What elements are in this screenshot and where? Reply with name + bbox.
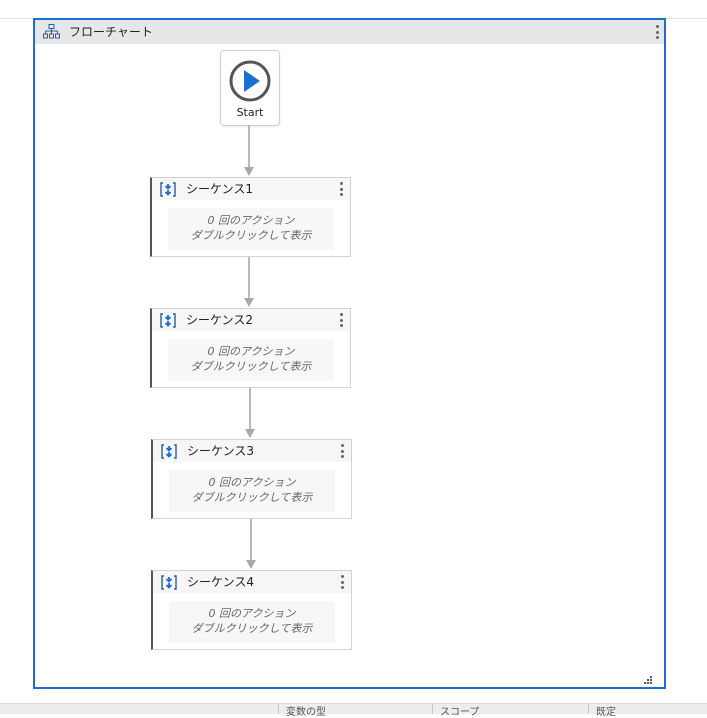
column-divider: [588, 704, 589, 714]
sequence-body[interactable]: 0 回のアクション ダブルクリックして表示: [168, 339, 334, 381]
arrowhead: [246, 560, 256, 569]
sequence-body[interactable]: 0 回のアクション ダブルクリックして表示: [168, 208, 334, 250]
connector-start-seq1: [248, 125, 250, 167]
play-circle-icon: [229, 60, 271, 102]
flowchart-icon: [43, 24, 60, 40]
arrowhead: [245, 429, 255, 438]
sequence-icon: [160, 182, 176, 201]
start-node[interactable]: Start: [220, 50, 280, 126]
arrowhead: [244, 298, 254, 307]
column-scope[interactable]: スコープ: [440, 707, 480, 718]
sequence-activity[interactable]: シーケンス4 0 回のアクション ダブルクリックして表示: [151, 570, 352, 650]
connector-seq2-seq3: [249, 388, 251, 429]
flowchart-panel[interactable]: フローチャート Start シーケンス1 0 回のアクション ダブルクリックして…: [33, 18, 666, 689]
column-default[interactable]: 既定: [596, 707, 616, 718]
sequence-icon: [161, 444, 177, 463]
sequence-title: シーケンス1: [186, 182, 254, 196]
double-click-hint: ダブルクリックして表示: [191, 491, 313, 504]
connector-seq3-seq4: [250, 519, 252, 560]
double-click-hint: ダブルクリックして表示: [190, 229, 312, 242]
sequence-header: シーケンス3: [153, 440, 351, 462]
flowchart-header: フローチャート: [35, 20, 664, 44]
column-divider: [278, 704, 279, 714]
kebab-menu-icon[interactable]: [338, 182, 344, 196]
kebab-menu-icon[interactable]: [339, 444, 345, 458]
column-variable-type[interactable]: 変数の型: [286, 707, 326, 718]
sequence-activity[interactable]: シーケンス3 0 回のアクション ダブルクリックして表示: [151, 439, 352, 519]
kebab-menu-icon[interactable]: [654, 25, 660, 39]
start-label: Start: [236, 106, 264, 119]
column-divider: [432, 704, 433, 714]
sequence-header: シーケンス4: [153, 571, 351, 593]
sequence-activity[interactable]: シーケンス1 0 回のアクション ダブルクリックして表示: [150, 177, 351, 257]
sequence-header: シーケンス2: [152, 309, 350, 331]
action-count: 0 回のアクション: [207, 345, 295, 358]
kebab-menu-icon[interactable]: [339, 575, 345, 589]
sequence-title: シーケンス3: [187, 444, 255, 458]
sequence-header: シーケンス1: [152, 178, 350, 200]
action-count: 0 回のアクション: [208, 607, 296, 620]
sequence-icon: [161, 575, 177, 594]
sequence-icon: [160, 313, 176, 332]
double-click-hint: ダブルクリックして表示: [191, 622, 313, 635]
action-count: 0 回のアクション: [207, 214, 295, 227]
variables-panel-header: 変数の型 スコープ 既定: [0, 703, 707, 718]
sequence-body[interactable]: 0 回のアクション ダブルクリックして表示: [169, 601, 335, 643]
sequence-activity[interactable]: シーケンス2 0 回のアクション ダブルクリックして表示: [150, 308, 351, 388]
arrowhead: [244, 167, 254, 176]
connector-seq1-seq2: [248, 257, 250, 298]
sequence-body[interactable]: 0 回のアクション ダブルクリックして表示: [169, 470, 335, 512]
kebab-menu-icon[interactable]: [338, 313, 344, 327]
resize-grip-icon[interactable]: [642, 671, 652, 684]
flowchart-title: フローチャート: [69, 25, 153, 39]
sequence-title: シーケンス4: [187, 575, 255, 589]
action-count: 0 回のアクション: [208, 476, 296, 489]
double-click-hint: ダブルクリックして表示: [190, 360, 312, 373]
sequence-title: シーケンス2: [186, 313, 254, 327]
